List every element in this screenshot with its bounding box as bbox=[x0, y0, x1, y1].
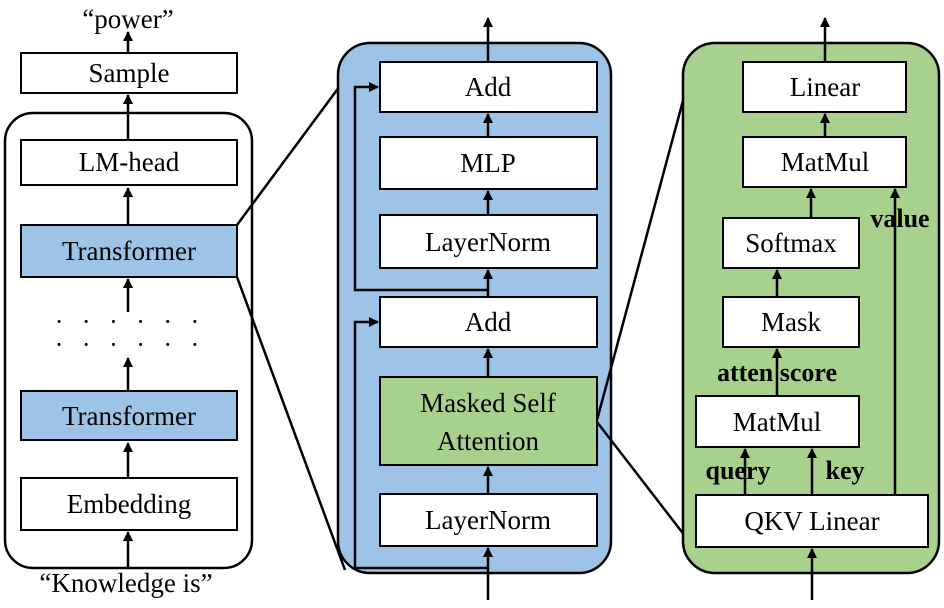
attention-detail: Linear MatMul Softmax Mask atten score M… bbox=[681, 17, 941, 600]
matmul-top-box bbox=[742, 136, 907, 188]
embedding-box bbox=[20, 477, 238, 531]
add-top-label: Add bbox=[465, 72, 512, 102]
embedding-label: Embedding bbox=[67, 489, 191, 519]
layernorm-top-label: LayerNorm bbox=[425, 227, 551, 257]
mask-box bbox=[722, 296, 860, 348]
transformer-bottom-label: Transformer bbox=[62, 401, 196, 431]
qkv-linear-label: QKV Linear bbox=[744, 506, 879, 536]
zoom-line-lower bbox=[235, 276, 347, 571]
masked-self-attention-label-line2: Attention bbox=[437, 426, 539, 456]
linear-label: Linear bbox=[790, 72, 860, 102]
add-bottom-box bbox=[379, 296, 598, 348]
ellipsis-row-2: · · · · · · bbox=[55, 330, 205, 359]
output-text: “power” bbox=[82, 4, 173, 34]
query-label: query bbox=[706, 456, 771, 485]
input-text: “Knowledge is” bbox=[39, 568, 212, 598]
zoom-line-attention-upper bbox=[595, 81, 690, 421]
transformer-top-box bbox=[20, 224, 238, 278]
matmul-top-label: MatMul bbox=[781, 147, 870, 177]
mlp-label: MLP bbox=[460, 148, 516, 178]
sample-box bbox=[20, 52, 238, 94]
softmax-box bbox=[722, 217, 860, 269]
transformer-top-label: Transformer bbox=[62, 236, 196, 266]
mlp-box bbox=[379, 136, 598, 190]
value-label: value bbox=[870, 204, 929, 233]
softmax-label: Softmax bbox=[745, 228, 837, 258]
masked-self-attention-label-line1: Masked Self bbox=[420, 388, 556, 418]
key-label: key bbox=[826, 456, 865, 485]
masked-self-attention-box bbox=[379, 376, 598, 466]
matmul-bottom-label: MatMul bbox=[733, 407, 822, 437]
sample-label: Sample bbox=[89, 58, 170, 88]
layernorm-bottom-box bbox=[379, 493, 598, 547]
transformer-block-detail: Add MLP LayerNorm Add Masked Self Attent… bbox=[336, 17, 613, 600]
left-column: “power” Sample LM-head Transformer · · ·… bbox=[3, 4, 254, 598]
layernorm-bottom-label: LayerNorm bbox=[425, 505, 551, 535]
matmul-bottom-box bbox=[695, 395, 860, 448]
lm-head-label: LM-head bbox=[79, 147, 180, 177]
add-bottom-label: Add bbox=[465, 307, 512, 337]
qkv-linear-box bbox=[695, 494, 929, 548]
add-top-box bbox=[379, 61, 598, 113]
residual-connection-2 bbox=[353, 82, 488, 292]
mask-label: Mask bbox=[761, 307, 821, 337]
residual-connection-1 bbox=[353, 317, 488, 570]
